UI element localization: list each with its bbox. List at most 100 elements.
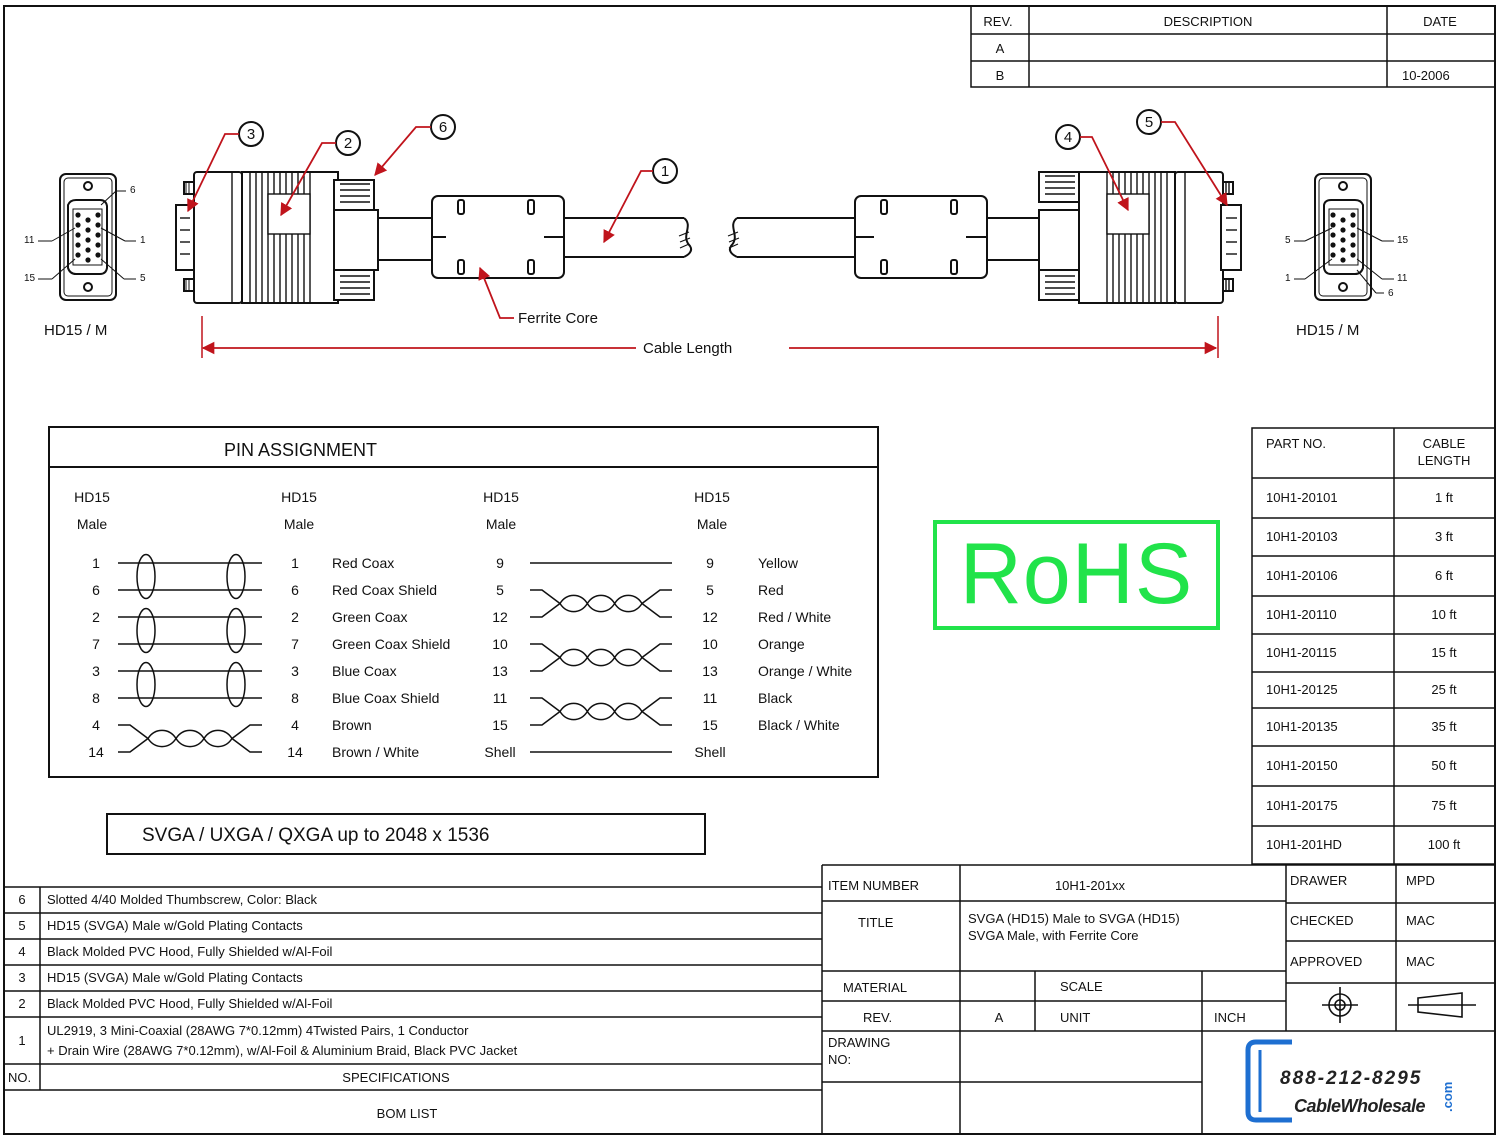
part-number-8: 10H1-20175 — [1266, 798, 1338, 813]
twisted-pair-black-wire-b — [530, 710, 672, 726]
callout-circles — [238, 109, 1162, 184]
left-pin-a-5: 8 — [92, 690, 100, 706]
bom-list-footer: BOM LIST — [376, 1106, 438, 1121]
part-length-2: 6 ft — [1434, 568, 1454, 583]
logo-suffix: .com — [1440, 1081, 1455, 1112]
face-pin — [95, 222, 101, 228]
face-pin — [1340, 217, 1346, 223]
bom-no-1: 1 — [18, 1032, 26, 1048]
coax-shield-right-0 — [226, 553, 246, 600]
bom-spec-1-line1: UL2919, 3 Mini-Coaxial (28AWG 7*0.12mm) … — [47, 1023, 469, 1038]
parts-table-grid — [1251, 427, 1496, 865]
right-pin-b-2: 12 — [702, 609, 718, 625]
rev-value: A — [994, 1010, 1004, 1025]
bom-no-4: 4 — [18, 944, 26, 959]
part-length-8: 75 ft — [1431, 798, 1457, 813]
left-face-pin-6: 6 — [130, 185, 136, 196]
unit-value: INCH — [1214, 1010, 1246, 1025]
left-face-leaders — [38, 190, 136, 280]
right-pin-b-4: 13 — [702, 663, 718, 679]
left-face-pins — [75, 212, 101, 263]
bom-spec-3: HD15 (SVGA) Male w/Gold Plating Contacts — [47, 970, 303, 985]
left-cable — [564, 217, 693, 258]
face-pin — [75, 212, 81, 218]
face-pin — [1340, 227, 1346, 233]
part-number-0: 10H1-20101 — [1266, 490, 1338, 505]
pin-col-header-4-line2: Male — [696, 516, 728, 532]
right-pin-a-6: 15 — [492, 717, 508, 733]
face-pin — [95, 232, 101, 238]
face-pin — [1330, 212, 1336, 218]
face-pin — [1350, 252, 1356, 258]
twisted-pair-red-wire-b — [530, 602, 672, 618]
rev-row-b: B — [995, 68, 1005, 83]
left-ferrite-core — [431, 195, 565, 279]
right-cable — [727, 217, 856, 258]
drawing-no-label-1: DRAWING — [828, 1035, 891, 1050]
right-pin-b-6: 15 — [702, 717, 718, 733]
left-pin-a-3: 7 — [92, 636, 100, 652]
rev-label: REV. — [863, 1010, 893, 1025]
drawer-value: MPD — [1406, 873, 1435, 888]
right-pin-a-2: 12 — [492, 609, 508, 625]
checked-value: MAC — [1406, 913, 1435, 928]
right-connector-label: HD15 / M — [1296, 322, 1360, 339]
left-pin-b-7: 14 — [287, 744, 303, 760]
right-wire-name-6: Black / White — [758, 717, 840, 733]
drawer-label: DRAWER — [1290, 873, 1348, 888]
item-number-value: 10H1-201xx — [1054, 878, 1126, 893]
rev-row-b-date: 10-2006 — [1402, 68, 1450, 83]
ferrite-core-label: Ferrite Core — [518, 310, 599, 327]
part-number-2: 10H1-20106 — [1266, 568, 1338, 583]
left-pin-a-2: 2 — [92, 609, 100, 625]
pin-assignment-box — [48, 426, 879, 778]
left-connector-side — [175, 171, 435, 304]
right-wire-name-5: Black — [758, 690, 793, 706]
right-pin-a-1: 5 — [496, 582, 504, 598]
rev-row-a: A — [995, 41, 1005, 56]
left-wire-name-2: Green Coax — [332, 609, 408, 625]
right-face-pin-11: 11 — [1397, 273, 1408, 284]
bom-no-5: 5 — [18, 918, 26, 933]
left-wire-name-6: Brown — [332, 717, 372, 733]
face-pin — [85, 217, 91, 223]
right-pin-a-4: 13 — [492, 663, 508, 679]
right-pin-b-1: 5 — [706, 582, 714, 598]
revision-table-grid — [970, 5, 1496, 88]
part-length-5: 25 ft — [1431, 682, 1457, 697]
date-header: DATE — [1423, 14, 1457, 29]
face-pin — [95, 212, 101, 218]
left-pin-a-0: 1 — [92, 555, 100, 571]
right-side-details — [1045, 172, 1237, 303]
left-pin-b-4: 3 — [291, 663, 299, 679]
right-pin-a-7: Shell — [484, 744, 516, 760]
bom-no-3: 3 — [18, 970, 26, 985]
twisted-pair-orange-wire-a — [530, 643, 672, 659]
face-pin — [1330, 232, 1336, 238]
left-wire-name-3: Green Coax Shield — [332, 636, 451, 652]
coax-shield-left-1 — [136, 607, 156, 654]
right-connector-face — [1314, 173, 1372, 301]
part-number-4: 10H1-20115 — [1266, 645, 1337, 660]
rohs-mark: RoHS — [933, 520, 1220, 630]
right-face-pin-6: 6 — [1388, 288, 1394, 299]
pin-col-header-3-line2: Male — [485, 516, 517, 532]
cablewholesale-logo-mark — [1245, 1039, 1292, 1123]
left-pin-b-6: 4 — [291, 717, 299, 733]
drawing-no-label-2: NO: — [828, 1052, 852, 1067]
item-number-label: ITEM NUMBER — [828, 878, 919, 893]
left-face-pin-1: 1 — [140, 235, 146, 246]
callout-2: 2 — [343, 135, 353, 152]
right-ferrite-core — [854, 195, 988, 279]
bom-no-2: 2 — [18, 996, 26, 1011]
right-wire-name-4: Orange / White — [758, 663, 853, 679]
right-pin-b-7: Shell — [694, 744, 726, 760]
pin-col-header-4-line1: HD15 — [694, 489, 730, 505]
cable-length-header-1: CABLE — [1422, 436, 1466, 451]
right-wire-name-3: Orange — [758, 636, 805, 652]
bom-no-6: 6 — [18, 892, 26, 907]
right-face-pin-1: 1 — [1285, 273, 1291, 284]
right-wire-name-2: Red / White — [758, 609, 832, 625]
right-connector-side — [986, 171, 1242, 304]
left-pin-b-0: 1 — [291, 555, 299, 571]
